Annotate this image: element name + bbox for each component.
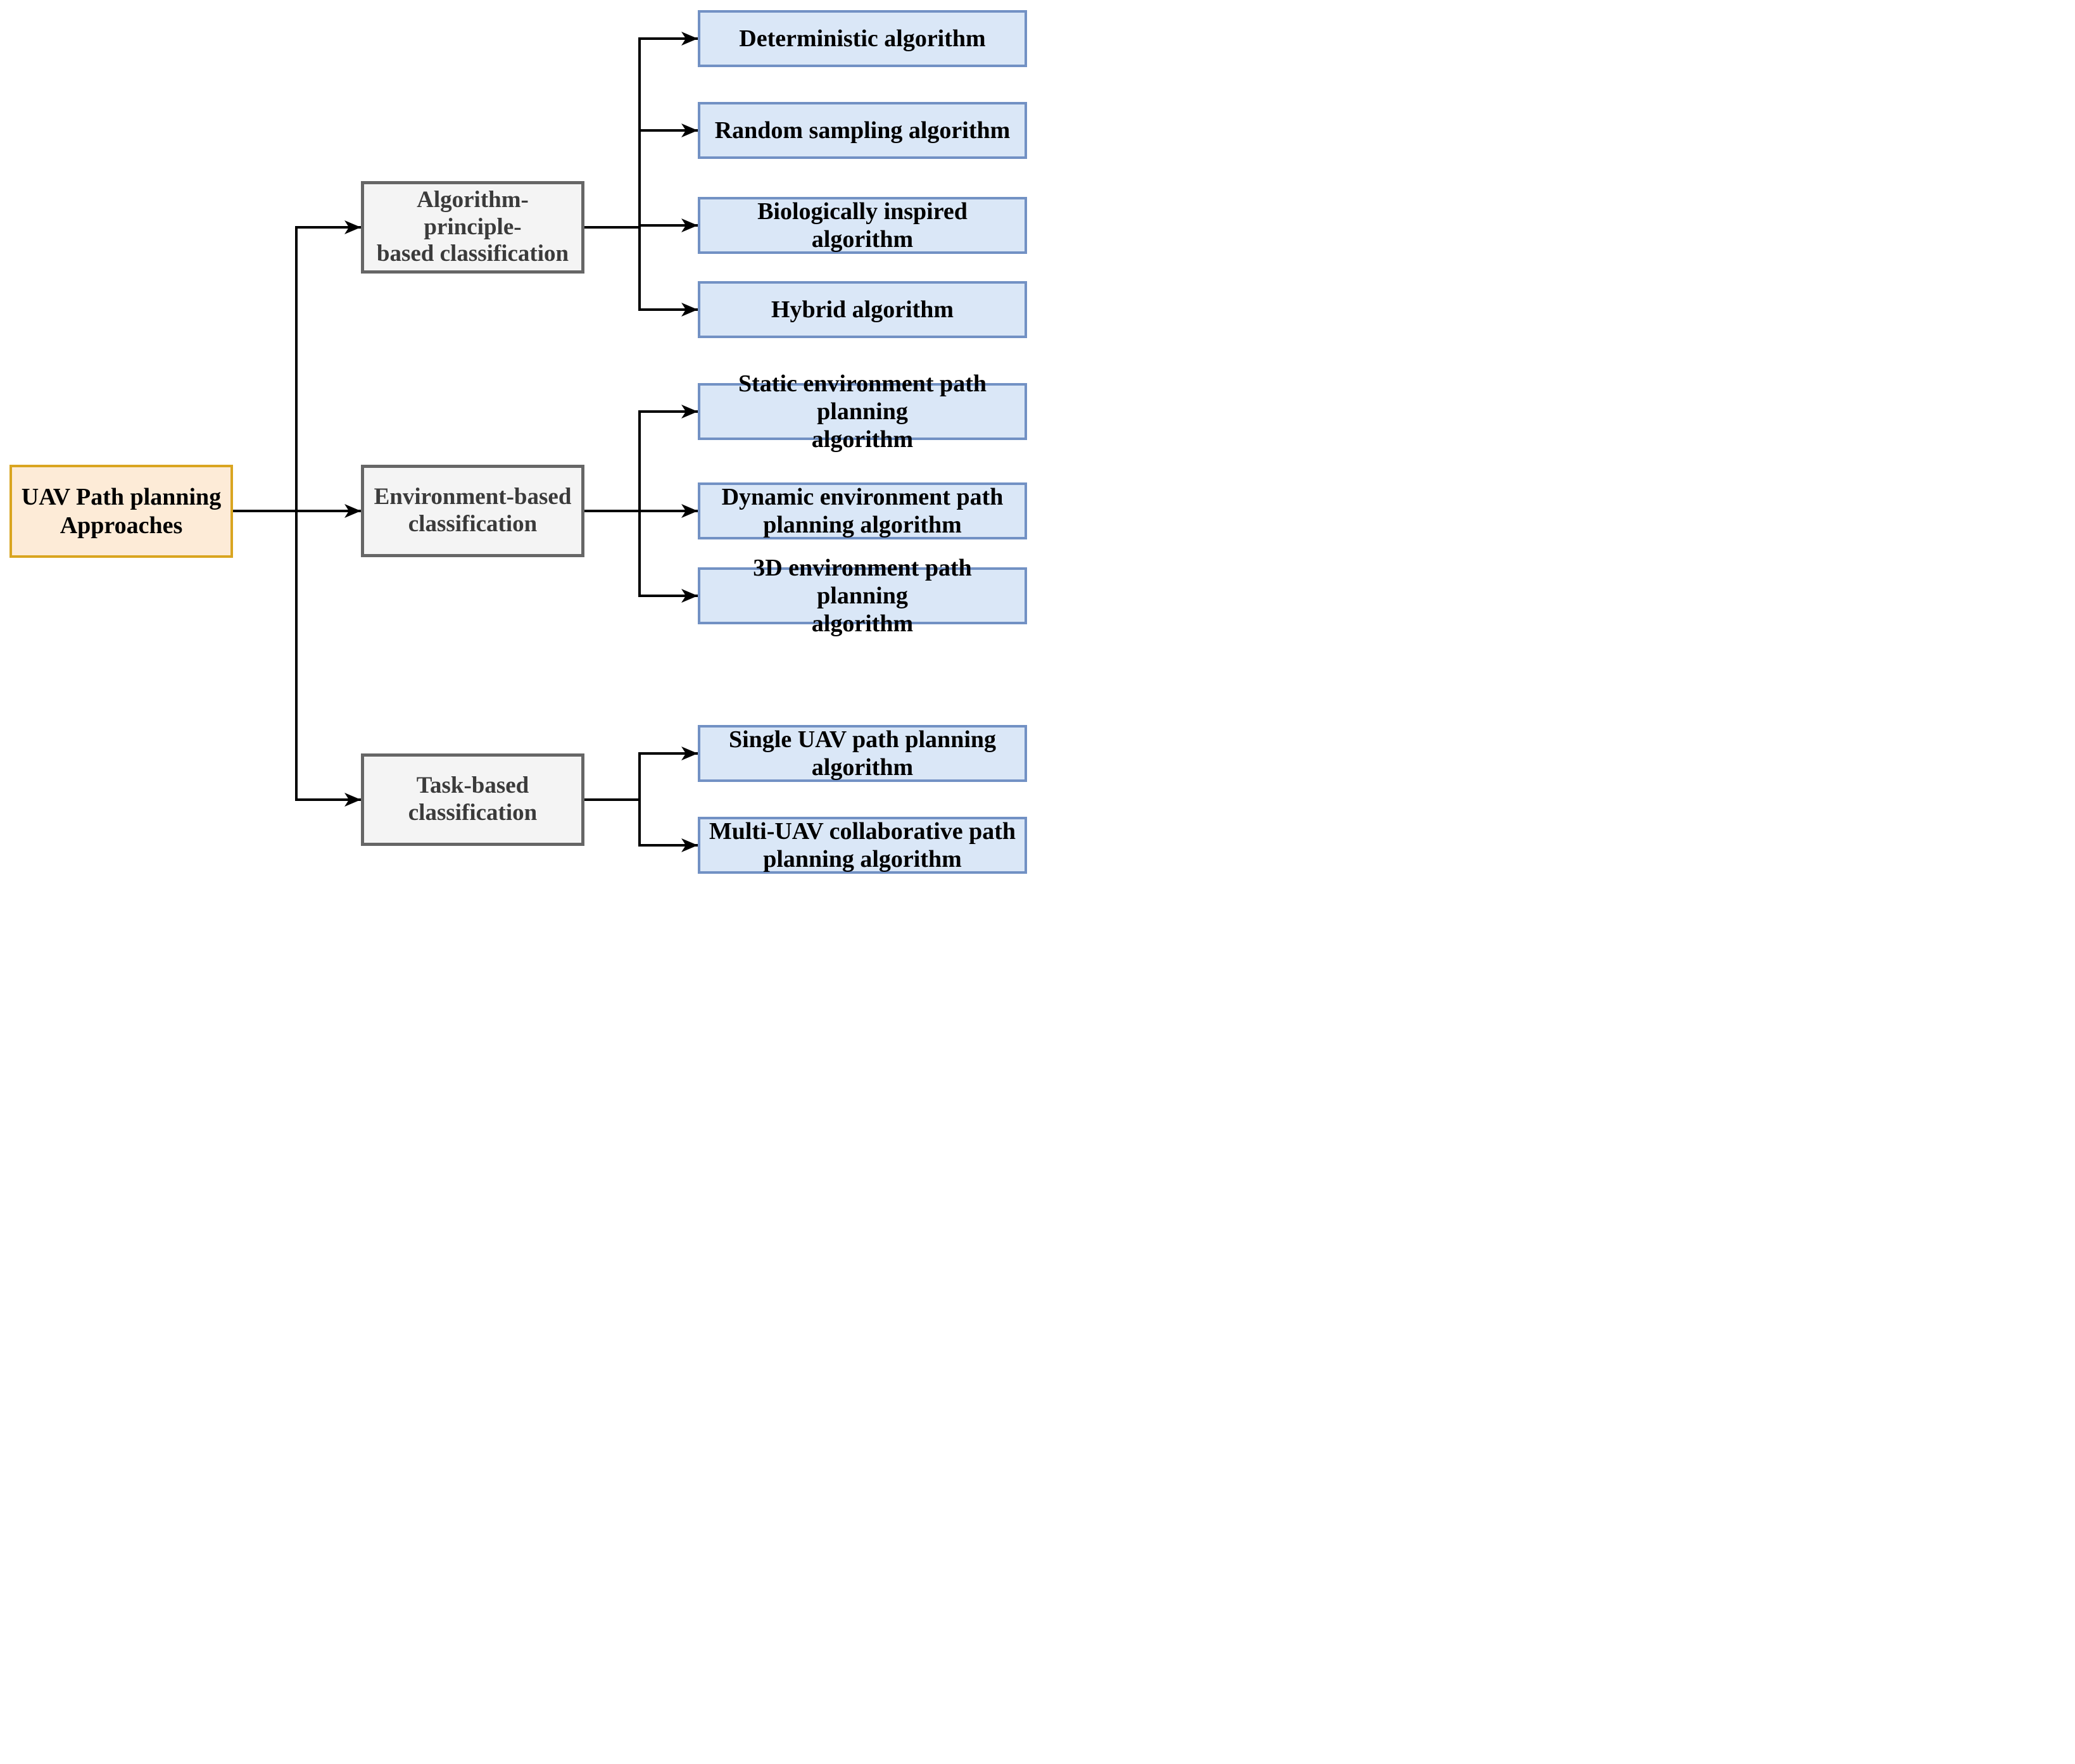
leaf-node-biologically-inspired-algorithm: Biologically inspired algorithm <box>698 197 1027 254</box>
leaf-node-dynamic-environment-algorithm: Dynamic environment path planning algori… <box>698 482 1027 539</box>
leaf-node-static-environment-algorithm: Static environment path planning algorit… <box>698 370 1027 453</box>
category-node-algorithm-principle-based: Algorithm-principle- based classificatio… <box>361 181 584 274</box>
root-node-uav-path-planning-approaches: UAV Path planning Approaches <box>9 465 233 558</box>
leaf-node-deterministic-algorithm: Deterministic algorithm <box>698 10 1027 67</box>
uav-path-planning-diagram: UAV Path planning Approaches Algorithm-p… <box>0 0 1038 882</box>
leaf-node-3d-environment-algorithm: 3D environment path planning algorithm <box>698 555 1027 637</box>
category-node-environment-based: Environment-based classification <box>361 465 584 557</box>
leaf-node-random-sampling-algorithm: Random sampling algorithm <box>698 102 1027 159</box>
connector-lines <box>232 32 699 852</box>
leaf-node-multi-uav-collaborative-algorithm: Multi-UAV collaborative path planning al… <box>698 817 1027 874</box>
leaf-node-hybrid-algorithm: Hybrid algorithm <box>698 281 1027 338</box>
category-node-task-based: Task-based classification <box>361 753 584 846</box>
leaf-node-single-uav-algorithm: Single UAV path planning algorithm <box>698 725 1027 782</box>
